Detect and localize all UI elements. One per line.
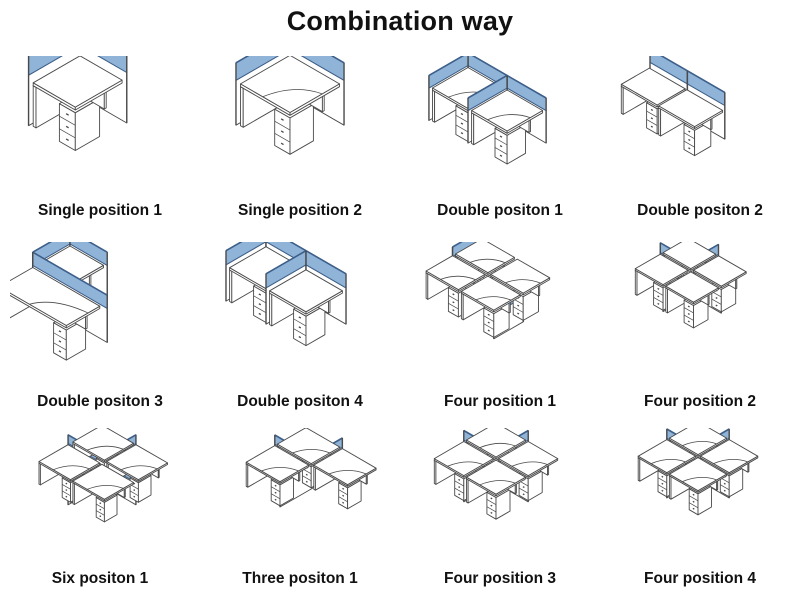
workstation-caption: Double positon 2 bbox=[637, 202, 763, 219]
four-cross-layout-icon bbox=[433, 428, 559, 520]
workstation-card: Double positon 3 bbox=[0, 242, 200, 410]
single-corner-desk-icon bbox=[235, 56, 345, 155]
workstation-card: Double positon 4 bbox=[200, 242, 400, 410]
three-y-layout-icon bbox=[245, 428, 377, 510]
four-pinwheel-icon bbox=[637, 428, 759, 516]
four-h-layout-icon bbox=[425, 242, 551, 340]
workstation-card: Four position 2 bbox=[600, 242, 800, 410]
workstation-card: Double positon 1 bbox=[400, 56, 600, 219]
workstation-card: Double positon 2 bbox=[600, 56, 800, 219]
workstation-card: Single position 1 bbox=[0, 56, 200, 219]
combination-grid: Single position 1 Single position 2 Doub… bbox=[0, 56, 800, 600]
workstation-caption: Four position 2 bbox=[644, 393, 756, 410]
workstation-card: Three positon 1 bbox=[200, 428, 400, 587]
four-staggered-icon bbox=[634, 242, 747, 329]
workstation-card: Four position 1 bbox=[400, 242, 600, 410]
workstation-caption: Four position 3 bbox=[444, 570, 556, 587]
workstation-card: Four position 4 bbox=[600, 428, 800, 587]
workstation-card: Four position 3 bbox=[400, 428, 600, 587]
double-linear-icon bbox=[620, 56, 726, 157]
workstation-caption: Double positon 3 bbox=[37, 393, 163, 410]
workstation-caption: Double positon 1 bbox=[437, 202, 563, 219]
double-side-by-side-icon bbox=[428, 56, 547, 165]
double-l-desk-icon bbox=[10, 242, 108, 361]
single-l-desk-icon bbox=[27, 56, 128, 151]
workstation-caption: Four position 4 bbox=[644, 570, 756, 587]
double-back-to-back-icon bbox=[225, 242, 347, 347]
six-y-layout-icon bbox=[38, 428, 168, 523]
workstation-caption: Three positon 1 bbox=[242, 570, 358, 587]
page-title: Combination way bbox=[286, 6, 514, 36]
workstation-caption: Single position 2 bbox=[237, 202, 362, 219]
workstation-caption: Four position 1 bbox=[444, 393, 556, 410]
workstation-caption: Single position 1 bbox=[37, 202, 162, 219]
workstation-caption: Six positon 1 bbox=[51, 570, 149, 587]
workstation-card: Six positon 1 bbox=[0, 428, 200, 587]
workstation-caption: Double positon 4 bbox=[237, 393, 363, 410]
workstation-card: Single position 2 bbox=[200, 56, 400, 219]
